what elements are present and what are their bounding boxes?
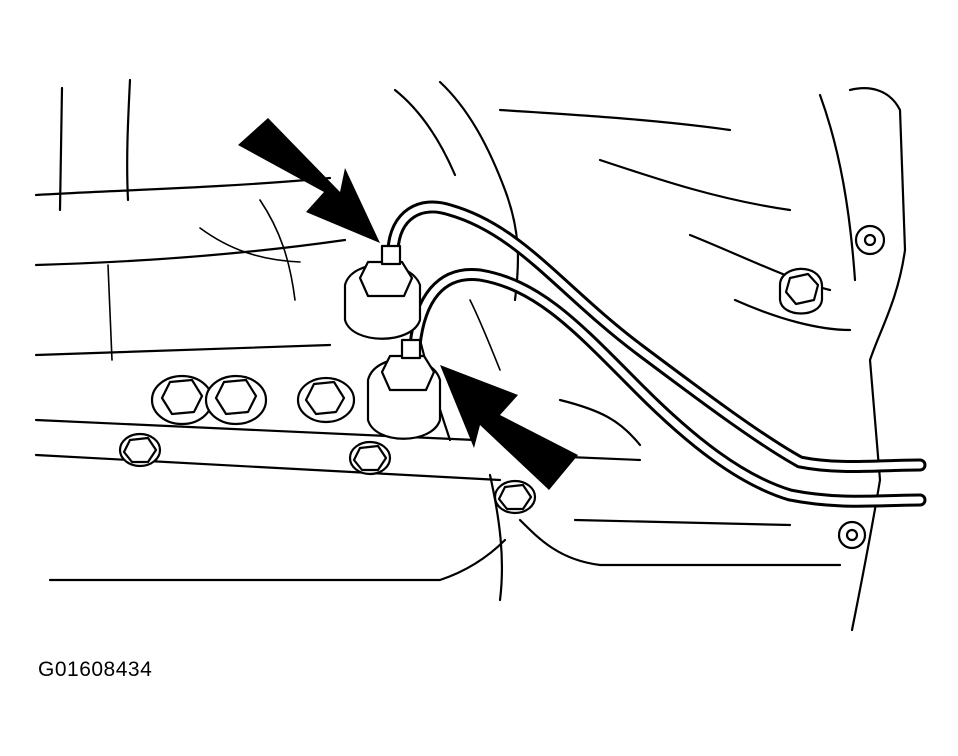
- figure-code: G01608434: [38, 658, 153, 681]
- bolt-right: [778, 267, 824, 315]
- bolt-pan-3: [296, 376, 356, 424]
- cooler-line-upper: [386, 200, 927, 474]
- bolt-pan-1: [150, 374, 214, 426]
- arrow-lower-fitting: [440, 365, 578, 490]
- bolt-lower-3: [493, 479, 537, 515]
- bolt-pan-2: [204, 374, 268, 426]
- mounting-boss-top: [854, 224, 886, 256]
- bolt-lower-1: [118, 432, 162, 468]
- bolt-lower-2: [348, 440, 392, 476]
- transmission-housing: [34, 78, 907, 632]
- line-fitting-upper: [343, 244, 422, 340]
- line-fitting-lower: [366, 338, 442, 440]
- arrow-upper-fitting: [238, 118, 380, 243]
- cooler-line-lower: [408, 267, 927, 508]
- mounting-boss-bottom: [837, 520, 867, 550]
